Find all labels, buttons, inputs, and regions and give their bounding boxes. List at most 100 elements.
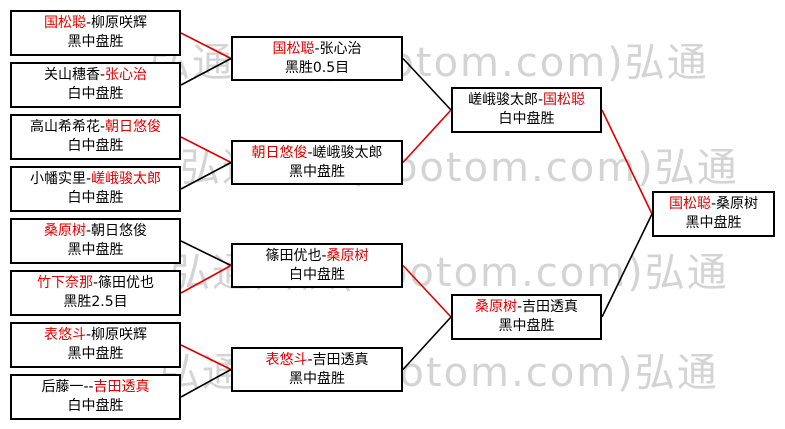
- match-result: 黑中盘胜: [289, 163, 345, 180]
- match-players: 桑原树-吉田透真: [475, 298, 578, 317]
- match-box: 高山希希花-朝日悠俊白中盘胜: [10, 114, 181, 160]
- match-players: 国松聪-张心治: [272, 40, 361, 59]
- match-result: 黑中盘胜: [498, 318, 555, 334]
- match-result: 黑中盘胜: [289, 370, 345, 387]
- player-separator: -: [307, 351, 313, 368]
- advance-line: [180, 264, 232, 294]
- player-name: 吉田透真: [312, 351, 369, 368]
- match-result: 黑胜2.5目: [63, 294, 128, 310]
- match-result: 白中盘胜: [67, 138, 124, 154]
- match-box: 桑原树-朝日悠俊黑中盘胜: [10, 218, 181, 264]
- match-players: 竹下奈那-篠田优也: [37, 274, 154, 293]
- player-name: 竹下奈那: [36, 275, 93, 291]
- eliminated-line: [180, 57, 232, 86]
- player-name: 张心治: [319, 40, 362, 57]
- match-players: 桑原树-朝日悠俊: [44, 222, 147, 241]
- match-box: 桑原树-吉田透真黑中盘胜: [451, 294, 602, 340]
- player-name: 嵯峨骏太郎: [91, 171, 162, 187]
- player-name: 朝日悠俊: [251, 144, 308, 161]
- advance-line: [601, 109, 653, 215]
- match-result: 黑中盘胜: [685, 215, 742, 231]
- player-name: 国松聪: [543, 92, 586, 108]
- player-name: 表悠斗: [265, 351, 308, 368]
- match-result: 黑中盘胜: [67, 242, 124, 258]
- match-box: 嵯峨骏太郎-国松聪白中盘胜: [451, 87, 602, 133]
- player-separator: -: [314, 40, 320, 57]
- match-players: 关山穗香-张心治: [44, 66, 147, 85]
- player-name: 柳原咲辉: [91, 15, 148, 31]
- player-name: 桑原树: [716, 196, 759, 212]
- match-players: 国松聪-桑原树: [669, 195, 758, 214]
- player-name: 桑原树: [326, 247, 369, 264]
- player-separator: -: [85, 223, 92, 239]
- match-box: 竹下奈那-篠田优也黑胜2.5目: [10, 270, 181, 316]
- player-separator: -: [99, 67, 106, 83]
- player-name: 柳原咲辉: [91, 327, 148, 343]
- match-players: 国松聪-柳原咲辉: [44, 14, 147, 33]
- match-players: 高山希希花-朝日悠俊: [30, 118, 161, 137]
- player-name: 篠田优也: [265, 247, 322, 264]
- player-name: 嵯峨骏太郎: [467, 92, 538, 108]
- match-players: 表悠斗-吉田透真: [265, 351, 368, 370]
- player-name: 国松聪: [272, 40, 315, 57]
- eliminated-line: [180, 368, 232, 398]
- match-result: 黑中盘胜: [67, 34, 124, 50]
- player-name: 桑原树: [474, 299, 517, 315]
- player-name: 小幡实里: [29, 171, 86, 187]
- player-separator: --: [83, 379, 94, 395]
- player-separator: -: [85, 171, 92, 187]
- match-box: 国松聪-柳原咲辉黑中盘胜: [10, 10, 181, 56]
- advance-line: [180, 136, 232, 164]
- match-players: 嵯峨骏太郎-国松聪: [468, 91, 585, 110]
- eliminated-line: [402, 57, 452, 111]
- player-name: 篠田优也: [98, 275, 155, 291]
- player-name: 表悠斗: [43, 327, 86, 343]
- player-name: 嵯峨骏太郎: [312, 144, 383, 161]
- player-separator: -: [85, 15, 92, 31]
- player-name: 吉田透真: [93, 379, 150, 395]
- player-separator: -: [710, 196, 717, 212]
- match-result: 黑胜0.5目: [284, 59, 350, 76]
- eliminated-line: [180, 240, 232, 267]
- player-separator: -: [537, 92, 544, 108]
- player-name: 关山穗香: [43, 67, 100, 83]
- eliminated-line: [601, 213, 653, 318]
- match-box: 表悠斗-柳原咲辉黑中盘胜: [10, 322, 181, 368]
- match-box: 朝日悠俊-嵯峨骏太郎黑中盘胜: [231, 140, 403, 185]
- match-players: 篠田优也-桑原树: [265, 247, 368, 266]
- player-separator: -: [99, 119, 106, 135]
- match-players: 表悠斗-柳原咲辉: [44, 326, 147, 345]
- advance-line: [180, 32, 232, 60]
- player-name: 高山希希花: [29, 119, 100, 135]
- match-box: 关山穗香-张心治白中盘胜: [10, 62, 181, 108]
- match-box: 表悠斗-吉田透真黑中盘胜: [231, 347, 403, 392]
- match-players: 小幡实里-嵯峨骏太郎: [30, 170, 161, 189]
- player-name: 吉田透真: [522, 299, 579, 315]
- player-separator: -: [92, 275, 99, 291]
- match-box: 国松聪-桑原树黑中盘胜: [652, 191, 775, 237]
- match-result: 白中盘胜: [289, 266, 345, 283]
- player-name: 桑原树: [43, 223, 86, 239]
- player-name: 朝日悠俊: [91, 223, 148, 239]
- player-name: 张心治: [105, 67, 148, 83]
- advance-line: [180, 344, 232, 371]
- match-result: 白中盘胜: [67, 190, 124, 206]
- player-separator: -: [85, 327, 92, 343]
- eliminated-line: [402, 316, 452, 371]
- match-result: 白中盘胜: [498, 111, 555, 127]
- player-separator: -: [516, 299, 523, 315]
- match-box: 篠田优也-桑原树白中盘胜: [231, 243, 403, 288]
- player-separator: -: [321, 247, 327, 264]
- match-result: 白中盘胜: [67, 398, 124, 414]
- match-box: 后藤一--吉田透真白中盘胜: [10, 374, 181, 420]
- player-name: 朝日悠俊: [105, 119, 162, 135]
- advance-line: [402, 109, 452, 164]
- match-result: 白中盘胜: [67, 86, 124, 102]
- match-box: 小幡实里-嵯峨骏太郎白中盘胜: [10, 166, 181, 212]
- match-players: 后藤一--吉田透真: [41, 378, 149, 397]
- match-box: 国松聪-张心治黑胜0.5目: [231, 36, 403, 81]
- player-name: 国松聪: [43, 15, 86, 31]
- player-name: 国松聪: [668, 196, 711, 212]
- player-name: 后藤一: [41, 379, 84, 395]
